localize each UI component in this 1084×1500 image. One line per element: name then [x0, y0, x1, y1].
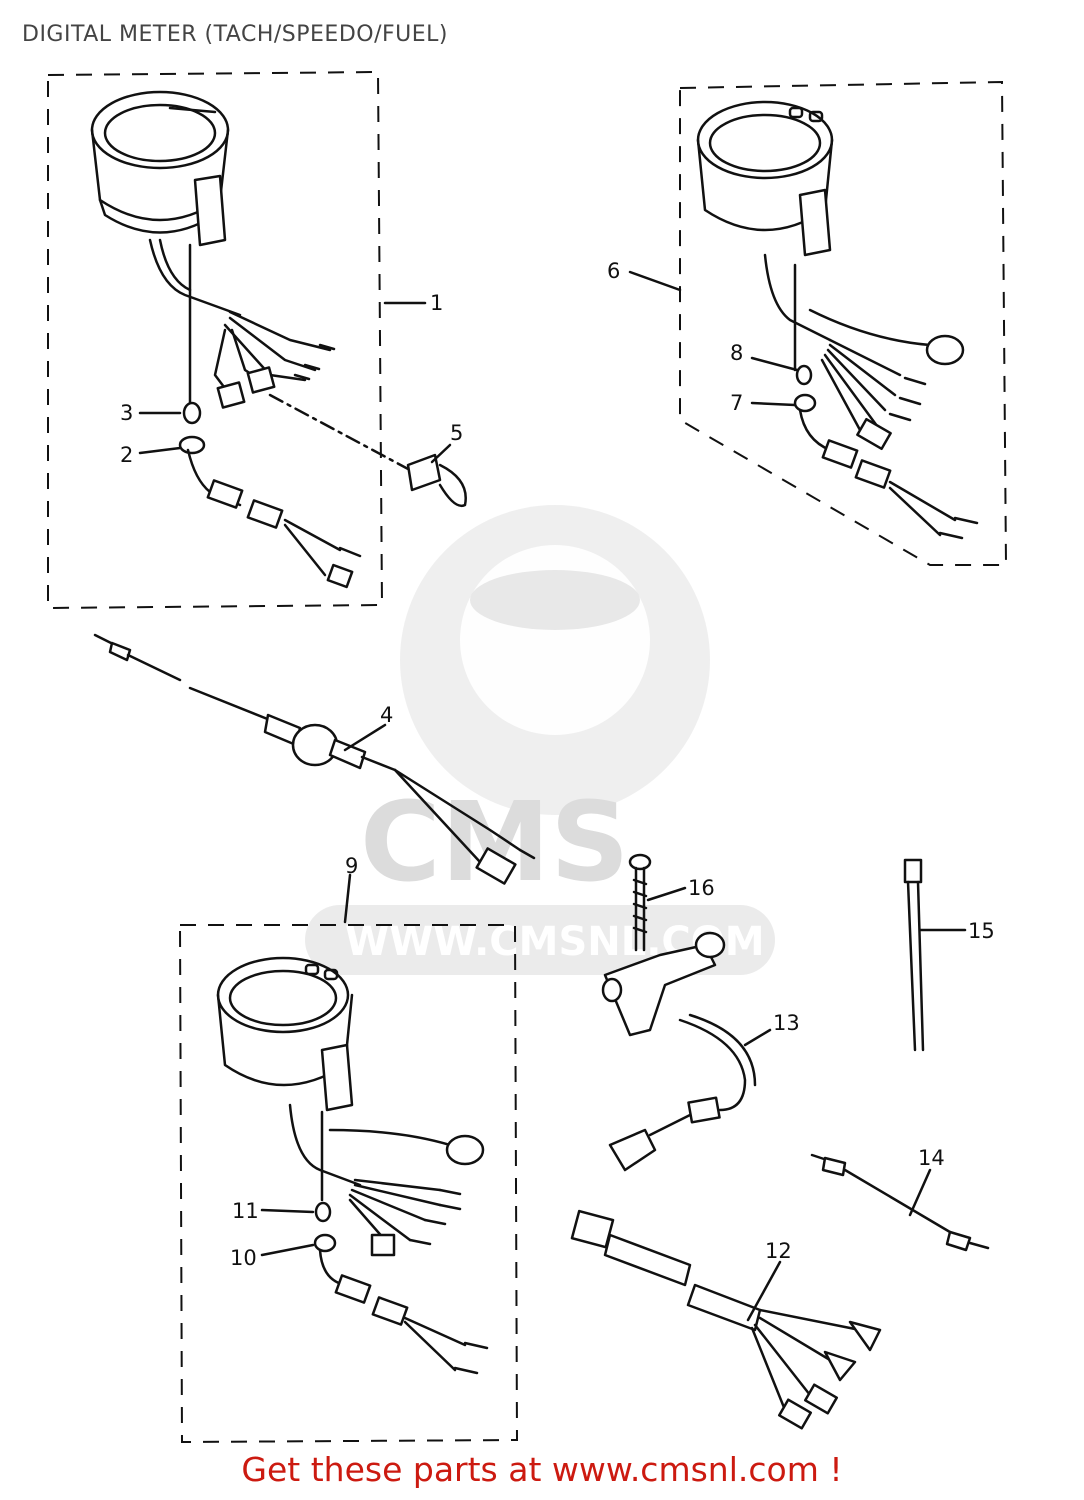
- callout-13: 13: [773, 1011, 800, 1035]
- meter-assembly-1: [90, 90, 412, 589]
- callout-leader-lines: [138, 270, 967, 1322]
- group-box-6: [679, 80, 1008, 566]
- callout-10: 10: [230, 1246, 257, 1270]
- sensor-cable-part-4: [93, 633, 536, 885]
- callout-7: 7: [730, 391, 743, 415]
- callout-5: 5: [450, 421, 463, 445]
- connector-part-5: [406, 453, 467, 508]
- lead-wire-part-14: [810, 1153, 990, 1252]
- fuel-sender-part-13: [601, 931, 757, 1172]
- callout-16: 16: [688, 876, 715, 900]
- parts-link-footer[interactable]: Get these parts at www.cmsnl.com !: [241, 1450, 843, 1489]
- group-box-9: [178, 924, 519, 1444]
- callout-8: 8: [730, 341, 743, 365]
- callout-12: 12: [765, 1239, 792, 1263]
- meter-assembly-9: [216, 956, 489, 1375]
- cms-watermark-logo: CMS WWW.CMSNL.COM: [305, 505, 775, 975]
- watermark-logo-text: CMS: [360, 778, 629, 906]
- callout-4: 4: [380, 703, 393, 727]
- callout-6: 6: [607, 259, 620, 283]
- group-box-1: [47, 70, 384, 610]
- callout-2: 2: [120, 443, 133, 467]
- diagram-title: DIGITAL METER (TACH/SPEEDO/FUEL): [22, 22, 448, 47]
- meter-assembly-6: [696, 100, 979, 540]
- callout-3: 3: [120, 401, 133, 425]
- cable-tie-part-15: [903, 858, 925, 1052]
- wire-harness-part-12: [570, 1209, 882, 1430]
- callout-9: 9: [345, 854, 358, 878]
- callout-14: 14: [918, 1146, 945, 1170]
- screw-part-16: [628, 853, 652, 952]
- callout-1: 1: [430, 291, 443, 315]
- callout-labels: 1 2 3 4 5 6 7 8 9 10 11 12 13 14 15 16: [120, 259, 995, 1270]
- callout-11: 11: [232, 1199, 259, 1223]
- callout-15: 15: [968, 919, 995, 943]
